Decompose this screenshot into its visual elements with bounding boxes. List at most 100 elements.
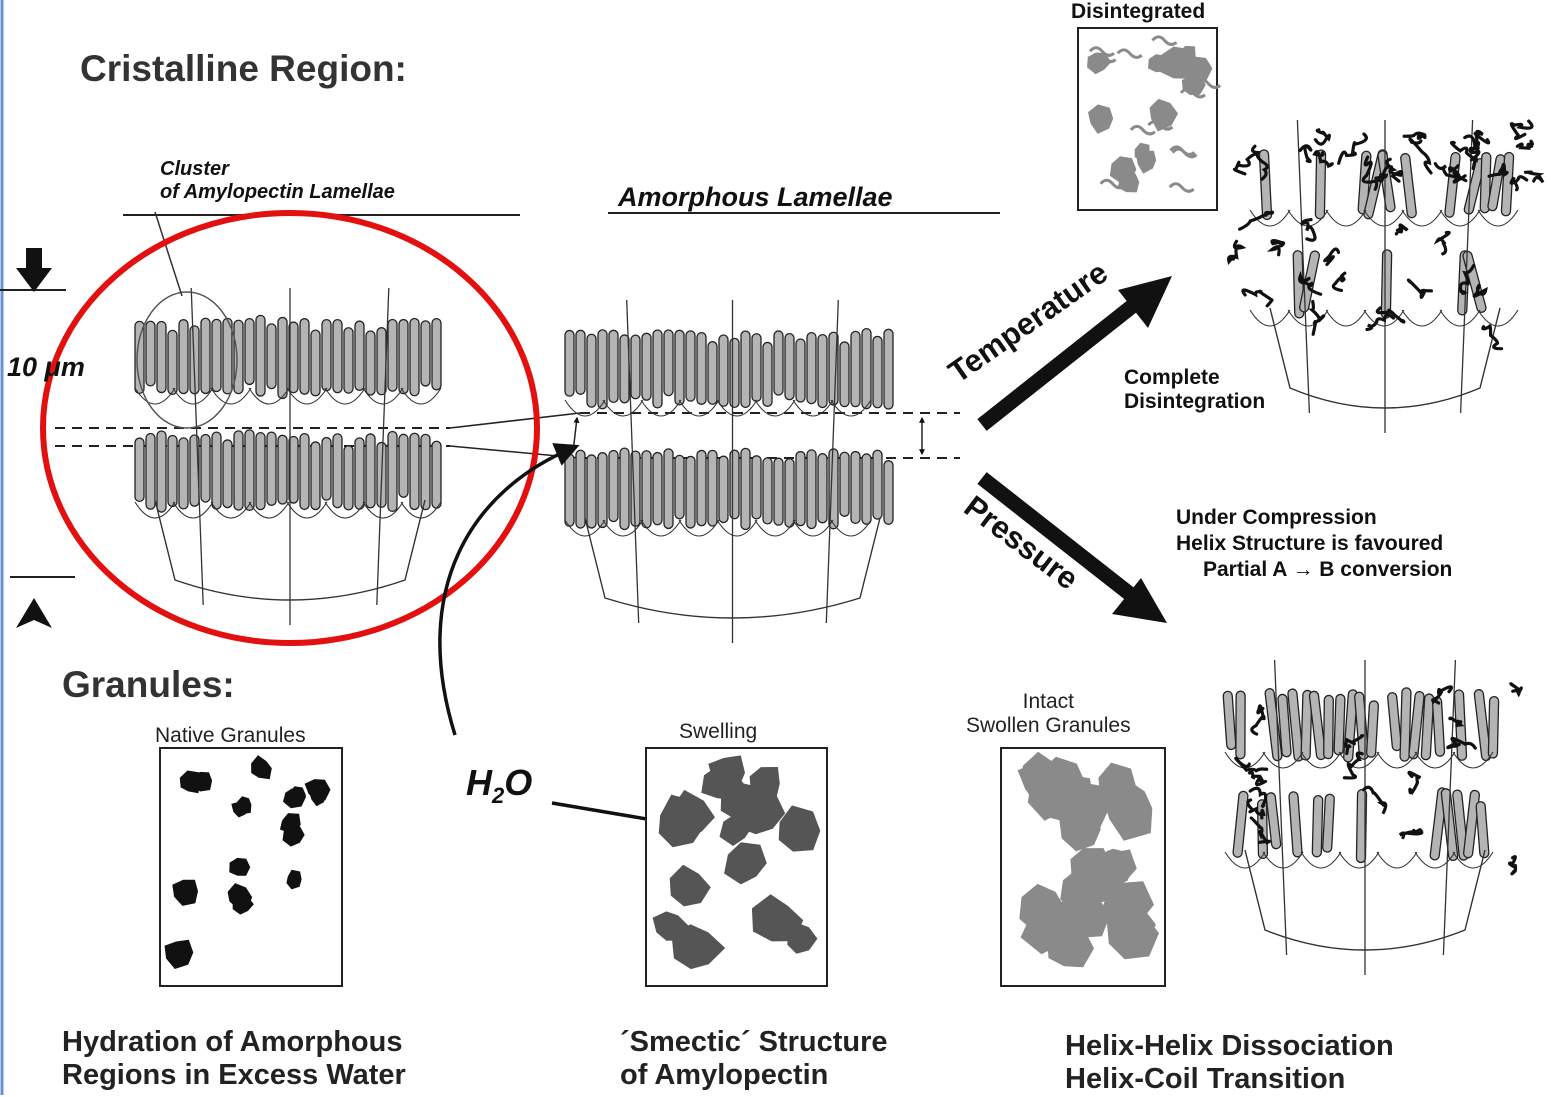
lamella-rod <box>311 330 320 396</box>
lamella-rod <box>807 450 816 529</box>
lamella-rod <box>873 450 882 519</box>
random-coil <box>1312 301 1323 334</box>
branch-arc <box>1377 852 1417 868</box>
lamella-rod <box>708 342 717 405</box>
lamella-rod <box>179 438 188 509</box>
lamella-rod <box>609 451 618 522</box>
lamella-rod <box>642 451 651 528</box>
lamella-rod <box>168 435 177 506</box>
lamella-rod <box>1366 701 1378 758</box>
lamella-rod <box>256 315 265 396</box>
lamella-rod <box>1324 695 1334 758</box>
lamella-rod <box>1432 697 1444 757</box>
lamella-rod <box>741 448 750 529</box>
lamella-rod <box>807 333 816 404</box>
lamella-rod <box>146 321 155 386</box>
random-coil <box>1252 706 1264 734</box>
random-coil <box>1410 139 1431 173</box>
lamella-rod <box>576 330 585 394</box>
lamella-rod <box>135 438 144 501</box>
lamella-rod <box>851 331 860 406</box>
scale-up-arrow-icon <box>16 598 52 628</box>
cluster-label: Cluster of Amylopectin Lamellae <box>160 158 395 204</box>
lamella-rod <box>168 330 177 394</box>
lamella-rod <box>752 334 761 402</box>
lamella-rod <box>322 438 331 501</box>
branch-arc <box>1402 310 1442 326</box>
random-coil <box>1396 225 1407 234</box>
under-compression-label: Under Compression Helix Structure is fav… <box>1176 506 1452 582</box>
lamella-rod <box>355 438 364 509</box>
lamella-rod <box>609 330 618 402</box>
random-coil <box>1483 326 1502 349</box>
lamella-rod <box>278 317 287 398</box>
lamella-rod <box>201 318 210 393</box>
lamella-rod <box>410 433 419 509</box>
lamella-rod <box>421 321 430 386</box>
random-coil <box>1300 146 1311 162</box>
random-coil <box>1367 315 1393 329</box>
lamella-rod <box>1488 697 1498 759</box>
temperature-label: Temperature <box>942 255 1114 390</box>
lamella-rod <box>366 434 375 508</box>
lamella-rod <box>862 329 871 409</box>
amorphous-lamellae-label: Amorphous Lamellae <box>618 182 893 213</box>
scale-label: 10 μm <box>7 352 85 383</box>
granules-title: Granules: <box>62 664 235 707</box>
lamella-rod <box>686 331 695 401</box>
lamella-rod <box>311 442 320 510</box>
lamella-rod <box>620 335 629 403</box>
lamella-rod <box>388 432 397 512</box>
lamella-rod <box>675 330 684 405</box>
lamella-rod <box>322 320 331 391</box>
lamella-rod <box>884 329 893 409</box>
amorphous-lamellae-structure <box>565 300 893 643</box>
lamella-rod <box>1236 691 1245 759</box>
native-granules-label: Native Granules <box>155 724 306 748</box>
lamella-rod <box>818 454 827 523</box>
lamella-rod <box>344 446 353 510</box>
random-coil <box>1525 172 1543 182</box>
complete-disintegration-label: Complete Disintegration <box>1124 366 1265 414</box>
random-coil <box>1235 154 1257 174</box>
lamella-rod <box>146 434 155 510</box>
lamella-rod <box>565 330 574 396</box>
random-coil <box>1408 280 1431 297</box>
lamella-rod <box>587 455 596 528</box>
lamella-rod <box>763 458 772 524</box>
lamella-rod <box>432 319 441 390</box>
lamella-rod <box>664 449 673 529</box>
lamella-rod <box>212 319 221 391</box>
disintegrated-lamellae-structure <box>1229 120 1543 433</box>
lamella-rod <box>774 331 783 395</box>
lamella-rod <box>730 338 739 407</box>
lamella-rod <box>862 454 871 524</box>
lamella-rod <box>432 441 441 508</box>
lamella-rod <box>774 458 783 525</box>
lamella-rod <box>234 320 243 393</box>
lamella-rod <box>355 321 364 390</box>
lamella-rod <box>565 454 574 526</box>
lamella-rod <box>1476 801 1489 858</box>
lamella-rod <box>267 324 276 389</box>
lamella-rod <box>818 335 827 408</box>
lamella-rod <box>1387 692 1401 751</box>
lamella-rod <box>399 320 408 394</box>
lamella-rod <box>664 330 673 396</box>
smectic-caption: ´Smectic´ Structure of Amylopectin <box>620 1026 888 1093</box>
lamella-rod <box>1312 796 1323 857</box>
lamella-rod <box>1334 694 1345 755</box>
random-coil <box>1333 273 1344 290</box>
lamella-rod <box>344 328 353 393</box>
random-coil <box>1404 133 1425 138</box>
lamella-rod <box>598 330 607 409</box>
scale-bar <box>0 248 75 628</box>
lamella-rod <box>1445 152 1461 218</box>
lamella-rod <box>157 322 166 393</box>
random-coil <box>1509 857 1515 874</box>
random-coil <box>1511 177 1527 190</box>
lamella-rod <box>1381 250 1391 318</box>
lamella-rod <box>653 330 662 408</box>
cristalline-region-title: Cristalline Region: <box>80 48 407 91</box>
lamella-rod <box>873 336 882 407</box>
